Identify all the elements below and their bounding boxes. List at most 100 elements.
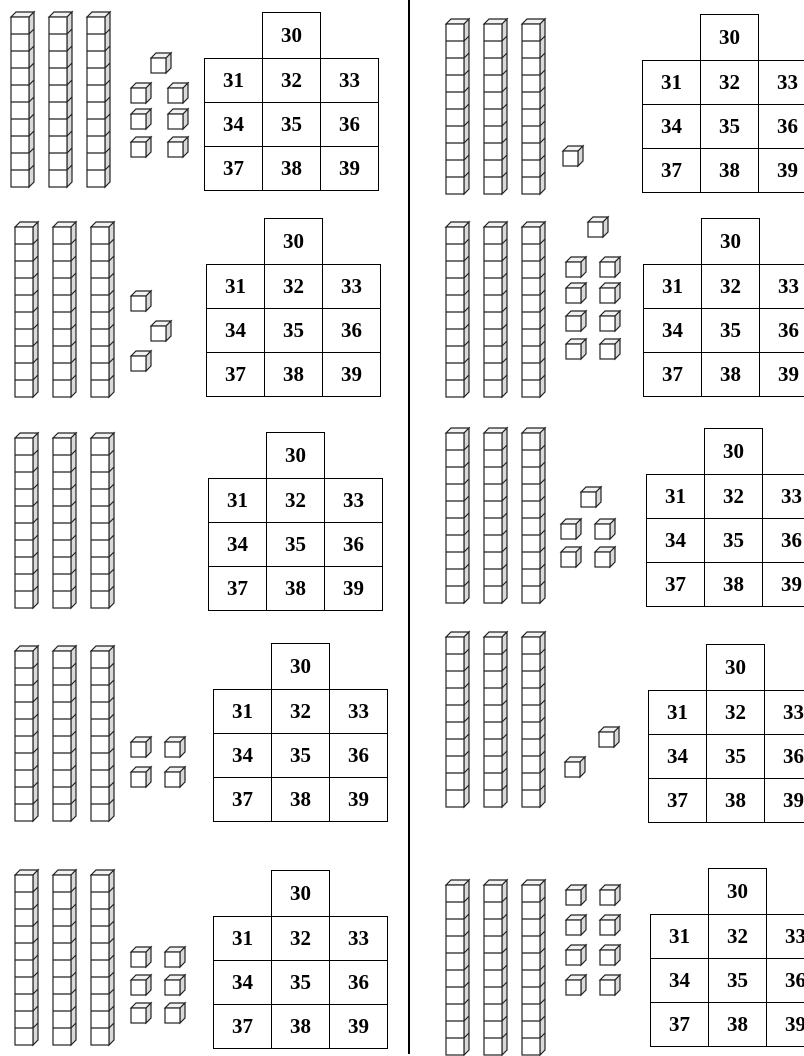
unit-cube [580, 486, 602, 508]
unit-cube [565, 256, 587, 278]
chart-cell-38: 38 [706, 778, 765, 823]
unit-cube [587, 216, 609, 238]
unit-cube [130, 1002, 152, 1024]
chart-cell-35: 35 [701, 308, 760, 353]
chart-cell-33: 33 [759, 264, 804, 309]
chart-cell-39: 39 [762, 562, 804, 607]
unit-cube [167, 108, 189, 130]
chart-cell-31: 31 [213, 916, 272, 961]
unit-cube [130, 350, 152, 372]
chart-cell-38: 38 [701, 352, 760, 397]
chart-cell-34: 34 [648, 734, 707, 779]
tens-rod [483, 427, 508, 604]
unit-cube [565, 310, 587, 332]
unit-cube [164, 736, 186, 758]
unit-cube [164, 974, 186, 996]
chart-cell-35: 35 [266, 522, 325, 567]
chart-cell-34: 34 [204, 102, 263, 147]
chart-cell-33: 33 [324, 478, 383, 523]
tens-rod [52, 645, 77, 822]
unit-cube [130, 82, 152, 104]
tens-rod [483, 18, 508, 195]
chart-cell-39: 39 [329, 1004, 388, 1049]
chart-cell-39: 39 [758, 148, 804, 193]
chart-cell-35: 35 [704, 518, 763, 563]
chart-cell-39: 39 [329, 777, 388, 822]
unit-cube [599, 338, 621, 360]
chart-cell-32: 32 [266, 478, 325, 523]
unit-cube [565, 338, 587, 360]
tens-rod [90, 221, 115, 398]
chart-cell-31: 31 [206, 264, 265, 309]
chart-cell-34: 34 [213, 960, 272, 1005]
chart-cell-36: 36 [324, 522, 383, 567]
column-divider [408, 0, 410, 1054]
chart-cell-32: 32 [271, 916, 330, 961]
unit-cube [130, 946, 152, 968]
tens-rod [86, 11, 111, 188]
chart-cell-36: 36 [758, 104, 804, 149]
chart-cell-37: 37 [642, 148, 701, 193]
chart-cell-34: 34 [208, 522, 267, 567]
unit-cube [565, 884, 587, 906]
chart-cell-33: 33 [322, 264, 381, 309]
chart-cell-32: 32 [271, 689, 330, 734]
tens-rod [14, 432, 39, 609]
chart-cell-34: 34 [646, 518, 705, 563]
chart-cell-33: 33 [764, 690, 804, 735]
unit-cube [130, 136, 152, 158]
tens-rod [10, 11, 35, 188]
chart-cell-39: 39 [320, 146, 379, 191]
tens-rod [445, 631, 470, 808]
chart-cell-39: 39 [759, 352, 804, 397]
unit-cube [167, 82, 189, 104]
chart-cell-33: 33 [320, 58, 379, 103]
chart-cell-32: 32 [708, 914, 767, 959]
unit-cube [599, 256, 621, 278]
chart-cell-33: 33 [329, 689, 388, 734]
chart-cell-38: 38 [271, 777, 330, 822]
chart-cell-39: 39 [324, 566, 383, 611]
unit-cube [130, 974, 152, 996]
unit-cube [565, 282, 587, 304]
chart-cell-30: 30 [271, 643, 330, 690]
chart-cell-36: 36 [762, 518, 804, 563]
chart-cell-38: 38 [266, 566, 325, 611]
chart-cell-32: 32 [700, 60, 759, 105]
unit-cube [599, 974, 621, 996]
chart-cell-31: 31 [650, 914, 709, 959]
unit-cube [599, 884, 621, 906]
chart-cell-37: 37 [206, 352, 265, 397]
chart-cell-37: 37 [204, 146, 263, 191]
chart-cell-30: 30 [704, 428, 763, 475]
chart-cell-30: 30 [701, 218, 760, 265]
tens-rod [521, 18, 546, 195]
chart-cell-38: 38 [262, 146, 321, 191]
unit-cube [565, 944, 587, 966]
unit-cube [130, 766, 152, 788]
chart-cell-37: 37 [643, 352, 702, 397]
unit-cube [150, 320, 172, 342]
tens-rod [52, 869, 77, 1046]
tens-rod [483, 631, 508, 808]
unit-cube [164, 766, 186, 788]
tens-rod [521, 879, 546, 1056]
unit-cube [130, 736, 152, 758]
chart-cell-35: 35 [262, 102, 321, 147]
chart-cell-32: 32 [706, 690, 765, 735]
chart-cell-34: 34 [643, 308, 702, 353]
tens-rod [521, 631, 546, 808]
chart-cell-30: 30 [708, 868, 767, 915]
chart-cell-35: 35 [700, 104, 759, 149]
chart-cell-34: 34 [642, 104, 701, 149]
chart-cell-39: 39 [322, 352, 381, 397]
chart-cell-38: 38 [704, 562, 763, 607]
unit-cube [167, 136, 189, 158]
tens-rod [90, 645, 115, 822]
chart-cell-35: 35 [271, 960, 330, 1005]
chart-cell-37: 37 [213, 1004, 272, 1049]
unit-cube [599, 282, 621, 304]
chart-cell-33: 33 [329, 916, 388, 961]
tens-rod [14, 221, 39, 398]
